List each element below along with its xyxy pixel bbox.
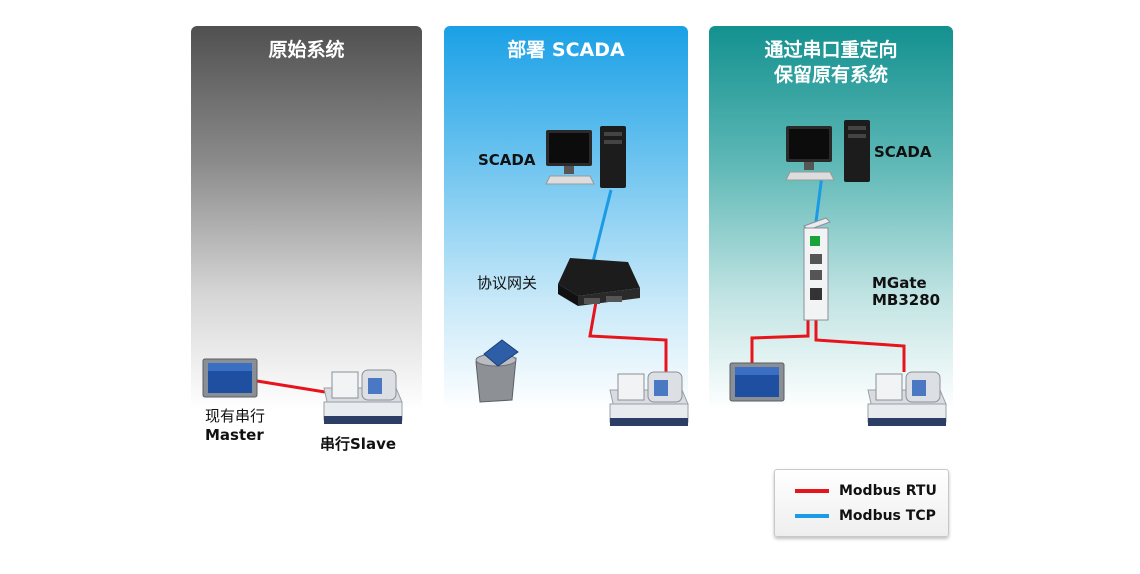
hmi-icon xyxy=(729,362,785,402)
legend-swatch-tcp xyxy=(795,514,829,518)
panel-title-redirect-line1: 通过串口重定向 xyxy=(764,39,898,61)
label-mgate-line2: MB3280 xyxy=(872,291,941,309)
rtu-link-mgate-hmi xyxy=(750,320,810,368)
label-serial-slave: 串行Slave xyxy=(320,435,397,453)
legend-swatch-rtu xyxy=(795,489,829,493)
serial-redirect-panel: 通过串口重定向 保留原有系统 xyxy=(709,26,953,410)
label-master-en: Master xyxy=(205,426,264,444)
serial-slave-machine-icon-3 xyxy=(867,371,947,426)
legend: Modbus RTU Modbus TCP xyxy=(774,469,949,537)
legend-item-rtu: Modbus RTU xyxy=(795,481,937,501)
label-master-cn: 现有串行 xyxy=(205,407,266,425)
label-protocol-gateway: 协议网关 xyxy=(477,274,538,292)
rtu-link-gateway-slave xyxy=(588,301,668,372)
label-scada-left: SCADA xyxy=(478,151,536,169)
rtu-link-master-slave xyxy=(256,379,326,394)
legend-item-tcp: Modbus TCP xyxy=(795,506,936,526)
panel-title-deploy: 部署 SCADA xyxy=(507,39,625,61)
serial-slave-machine-icon-2 xyxy=(609,371,689,426)
tcp-link-scada-gateway xyxy=(591,189,613,263)
rtu-link-mgate-slave xyxy=(814,320,906,372)
tcp-link-scada-mgate xyxy=(814,174,824,223)
mgate-mb3280-device-icon xyxy=(803,217,831,321)
label-mgate-line1: MGate xyxy=(872,274,927,292)
original-system-panel: 原始系统 xyxy=(191,26,422,410)
label-scada-right: SCADA xyxy=(874,143,932,161)
scada-monitor-icon xyxy=(545,130,595,185)
deploy-scada-panel: 部署 SCADA xyxy=(444,26,688,410)
trash-bin-icon xyxy=(475,339,519,403)
legend-label-tcp: Modbus TCP xyxy=(839,508,936,524)
panel-title-redirect-line2: 保留原有系统 xyxy=(773,64,888,86)
scada-server-tower-icon-2 xyxy=(844,120,870,182)
scada-monitor-icon-2 xyxy=(785,126,835,181)
panel-title-original: 原始系统 xyxy=(268,39,345,61)
hmi-master-icon xyxy=(202,358,258,398)
protocol-gateway-icon xyxy=(558,258,640,306)
serial-slave-machine-icon xyxy=(323,369,403,424)
legend-label-rtu: Modbus RTU xyxy=(839,483,937,499)
scada-server-tower-icon xyxy=(600,126,626,188)
